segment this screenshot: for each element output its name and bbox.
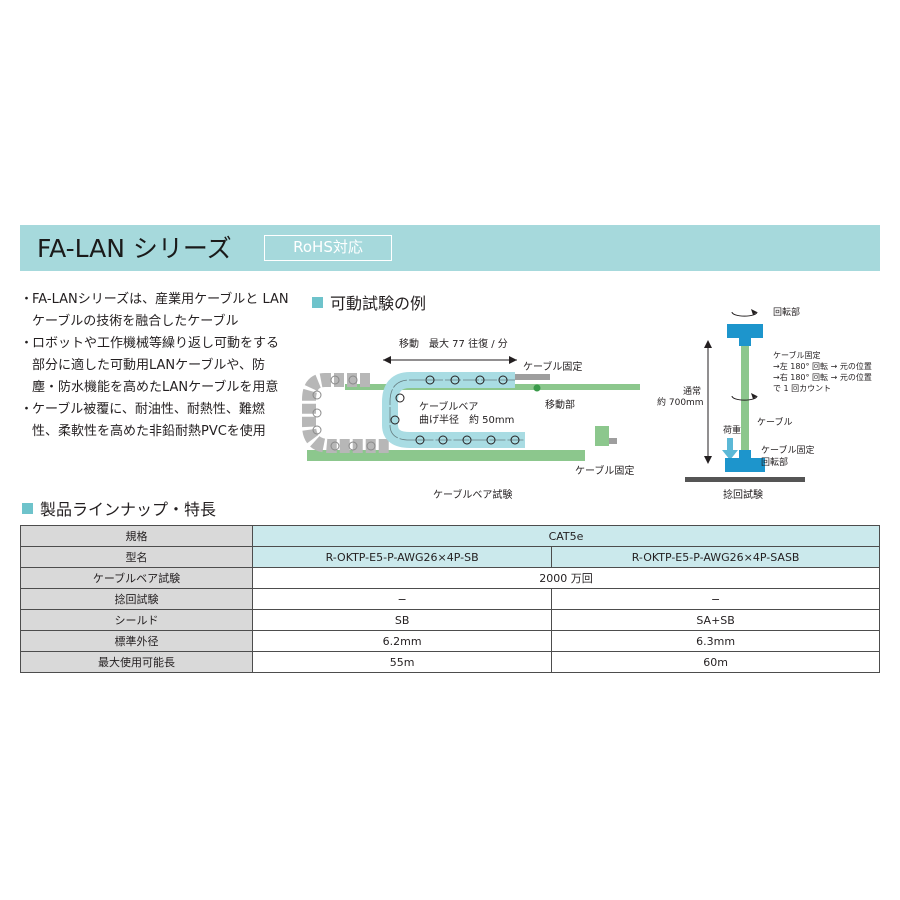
cell-value: − — [551, 588, 880, 610]
rotation-arrow-mid — [731, 395, 758, 401]
table-row: 型名 R-OKTP-E5-P-AWG26×4P-SB R-OKTP-E5-P-A… — [20, 546, 880, 568]
twist-diagram: 回転部 ケーブル 荷重 通常 約 700mm ケーブル固定 →左 180° 回転… — [657, 306, 872, 501]
arrow-left-head — [383, 356, 391, 364]
cell-value: R-OKTP-E5-P-AWG26×4P-SB — [251, 546, 553, 568]
cell-value: R-OKTP-E5-P-AWG26×4P-SASB — [551, 546, 880, 568]
spec-table: 規格 CAT5e 型名 R-OKTP-E5-P-AWG26×4P-SB R-OK… — [20, 525, 880, 673]
row-label: 捻回試験 — [20, 588, 253, 610]
bullet-mark: ・ — [20, 402, 34, 417]
moving-point — [533, 384, 541, 392]
header-banner — [20, 225, 880, 271]
ghost-chain-holes — [312, 375, 376, 451]
cell-value: 60m — [551, 651, 880, 673]
row-label: 最大使用可能長 — [20, 651, 253, 673]
table-row: 標準外径 6.2mm 6.3mm — [20, 630, 880, 652]
table-row: ケーブルベア試験 2000 万回 — [20, 567, 880, 589]
table-row: シールド SB SA+SB — [20, 609, 880, 631]
rotation-arrowhead-mid — [751, 393, 757, 399]
arrow-right-head — [509, 356, 517, 364]
square-bullet-icon — [22, 502, 33, 514]
bullet-mark: ・ — [20, 336, 34, 351]
bottom-block — [725, 458, 765, 472]
cable-bear-diagram: 移動 最大 77 往復 / 分 ケーブル固定 移動部 ケーブルベア 曲げ半径 約… — [302, 337, 640, 501]
bottom-neck — [739, 450, 751, 458]
bullet-text: ロボットや工作機械等繰り返し可動をする部分に適した可動用LANケーブルや、防塵・… — [32, 336, 280, 395]
test-heading-text: 可動試験の例 — [330, 294, 427, 313]
rohs-badge: RoHS対応 — [264, 235, 392, 261]
row-label: ケーブルベア試験 — [20, 567, 253, 589]
fixed-note-2: →左 180° 回転 → 元の位置 — [773, 361, 872, 371]
bullet-text: ケーブル被覆に、耐油性、耐熱性、難燃性、柔軟性を高めた非鉛耐熱PVCを使用 — [32, 402, 266, 439]
page-title: FA-LAN シリーズ — [37, 234, 232, 263]
lineup-heading-text: 製品ラインナップ・特長 — [40, 500, 217, 519]
fixed-note-1: ケーブル固定 — [773, 350, 821, 360]
normal-label: 通常 — [683, 385, 701, 397]
bear-label: ケーブルベア — [419, 400, 478, 413]
cell-value: SA+SB — [551, 609, 880, 631]
top-neck — [739, 338, 751, 346]
length-arrow-top — [704, 340, 712, 348]
list-item: ・ ケーブル被覆に、耐油性、耐熱性、難燃性、柔軟性を高めた非鉛耐熱PVCを使用 — [20, 399, 290, 443]
cell-value: 6.3mm — [551, 630, 880, 652]
list-item: ・ ロボットや工作機械等繰り返し可動をする部分に適した可動用LANケーブルや、防… — [20, 333, 290, 399]
square-bullet-icon — [312, 296, 323, 308]
table-row: 捻回試験 − − — [20, 588, 880, 610]
cell-value: 6.2mm — [251, 630, 553, 652]
fixed-bottom-label: ケーブル固定 — [575, 464, 634, 477]
row-label: シールド — [20, 609, 253, 631]
table-row: 規格 CAT5e — [20, 525, 880, 547]
chain-links — [389, 379, 525, 441]
load-arrow-shaft — [727, 438, 733, 450]
bend-radius-label: 曲げ半径 約 50mm — [419, 413, 514, 426]
floor — [685, 477, 805, 482]
fixed-rotation-1: ケーブル固定 — [761, 444, 814, 456]
row-label: 標準外径 — [20, 630, 253, 652]
bullet-mark: ・ — [20, 292, 34, 307]
cell-value: 2000 万回 — [252, 567, 880, 589]
test-section-heading: 可動試験の例 — [312, 290, 426, 314]
rotation-arrow-top — [731, 311, 758, 317]
description-list: ・ FA-LANシリーズは、産業用ケーブルと LANケーブルの技術を融合したケー… — [20, 289, 290, 443]
rotation-arrowhead-top — [751, 309, 757, 315]
list-item: ・ FA-LANシリーズは、産業用ケーブルと LANケーブルの技術を融合したケー… — [20, 289, 290, 333]
moving-part-label: 移動部 — [545, 398, 575, 411]
cell-value: 55m — [251, 651, 553, 673]
chain-holes — [390, 375, 520, 445]
row-label: 規格 — [20, 525, 253, 547]
test-diagrams: 移動 最大 77 往復 / 分 ケーブル固定 移動部 ケーブルベア 曲げ半径 約… — [302, 306, 872, 501]
fixed-rotation-2: 回転部 — [761, 456, 788, 468]
cable-label: ケーブル — [757, 416, 792, 428]
fixed-top-label: ケーブル固定 — [523, 360, 582, 373]
ghost-chain — [302, 373, 390, 453]
row-label: 型名 — [20, 546, 253, 568]
cell-value: − — [251, 588, 553, 610]
load-label: 荷重 — [723, 424, 741, 436]
cell-value: SB — [251, 609, 553, 631]
rotation-part-label: 回転部 — [773, 306, 800, 318]
cable — [741, 346, 749, 456]
top-block — [727, 324, 763, 338]
bottom-base — [307, 450, 585, 461]
load-arrow-head — [722, 450, 738, 460]
cell-value: CAT5e — [252, 525, 880, 547]
bottom-clamp — [595, 426, 609, 446]
lineup-heading: 製品ラインナップ・特長 — [22, 496, 216, 520]
twist-caption: 捻回試験 — [723, 488, 763, 501]
table-row: 最大使用可能長 55m 60m — [20, 651, 880, 673]
top-rod — [510, 374, 550, 380]
bullet-text: FA-LANシリーズは、産業用ケーブルと LANケーブルの技術を融合したケーブル — [32, 292, 289, 329]
movement-label: 移動 最大 77 往復 / 分 — [399, 337, 508, 350]
fixed-note-4: で 1 回カウント — [773, 384, 831, 393]
length-label: 約 700mm — [657, 396, 704, 408]
cable-bear-caption: ケーブルベア試験 — [433, 488, 512, 501]
fixed-note-3: →右 180° 回転 → 元の位置 — [773, 372, 872, 382]
length-arrow-bottom — [704, 456, 712, 464]
